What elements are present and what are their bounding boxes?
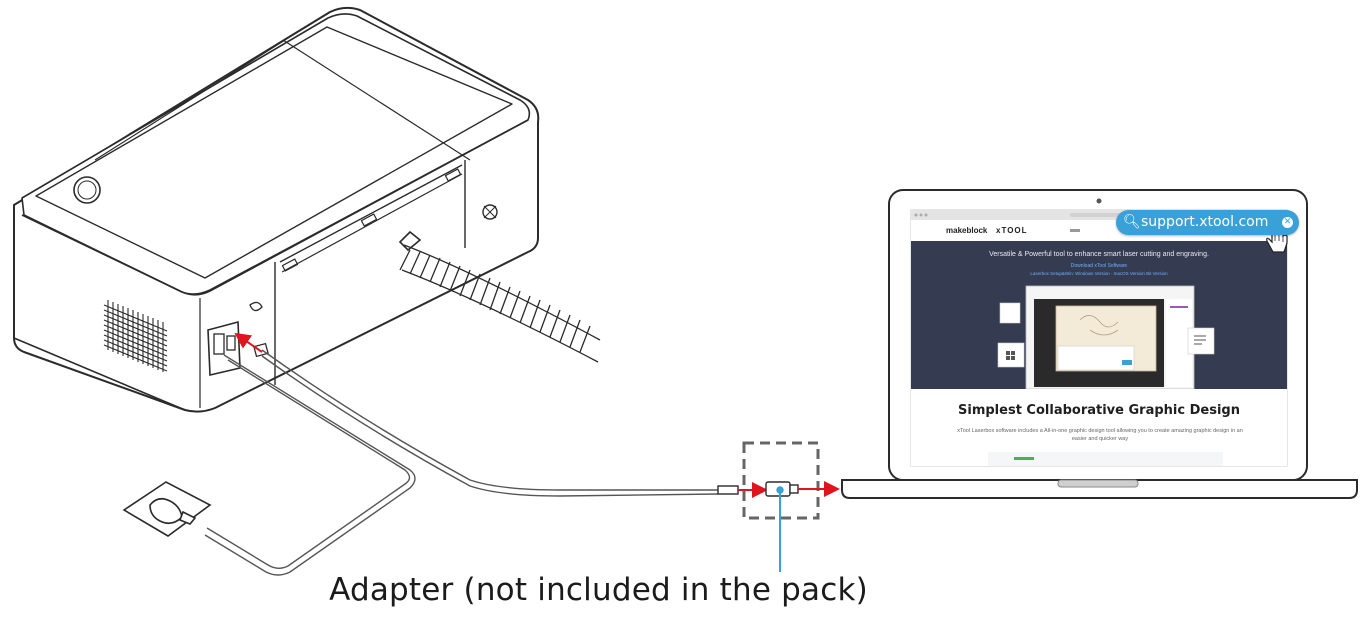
section-title: Simplest Collaborative Graphic Design xyxy=(958,403,1240,418)
exhaust-hose xyxy=(398,230,601,363)
laptop xyxy=(841,189,1358,499)
laser-machine xyxy=(13,6,540,413)
site-brand-makeblock: makeblock xyxy=(946,226,988,235)
adapter xyxy=(738,481,799,498)
site-brand-xtool: xTOOL xyxy=(996,226,1028,235)
power-cable xyxy=(204,354,416,576)
hero-versions: Laserbox Setup&Win: Windows Version · ma… xyxy=(1030,271,1168,276)
power-plug xyxy=(122,481,212,537)
adapter-caption: Adapter (not included in the pack) xyxy=(0,572,1363,608)
caption-text: Adapter (not included in the pack) xyxy=(329,572,868,608)
section-description: xTool Laserbox software includes a All-i… xyxy=(957,428,1243,442)
hero-headline: Versatile & Powerful tool to enhance sma… xyxy=(989,251,1209,258)
usb-cable xyxy=(261,349,739,497)
hero-download-link: Download xTool Software xyxy=(1070,263,1128,269)
power-button-icon xyxy=(73,176,101,204)
close-icon: ✕ xyxy=(1282,217,1293,228)
url-text: support.xtool.com xyxy=(1141,214,1269,230)
camera-icon xyxy=(1096,198,1102,204)
url-bubble: 🔍︎ support.xtool.com ✕ xyxy=(1116,210,1299,235)
magnifier-icon: 🔍︎ xyxy=(1123,214,1141,230)
red-arrow-machine xyxy=(234,332,263,353)
vent-grille xyxy=(103,300,168,372)
